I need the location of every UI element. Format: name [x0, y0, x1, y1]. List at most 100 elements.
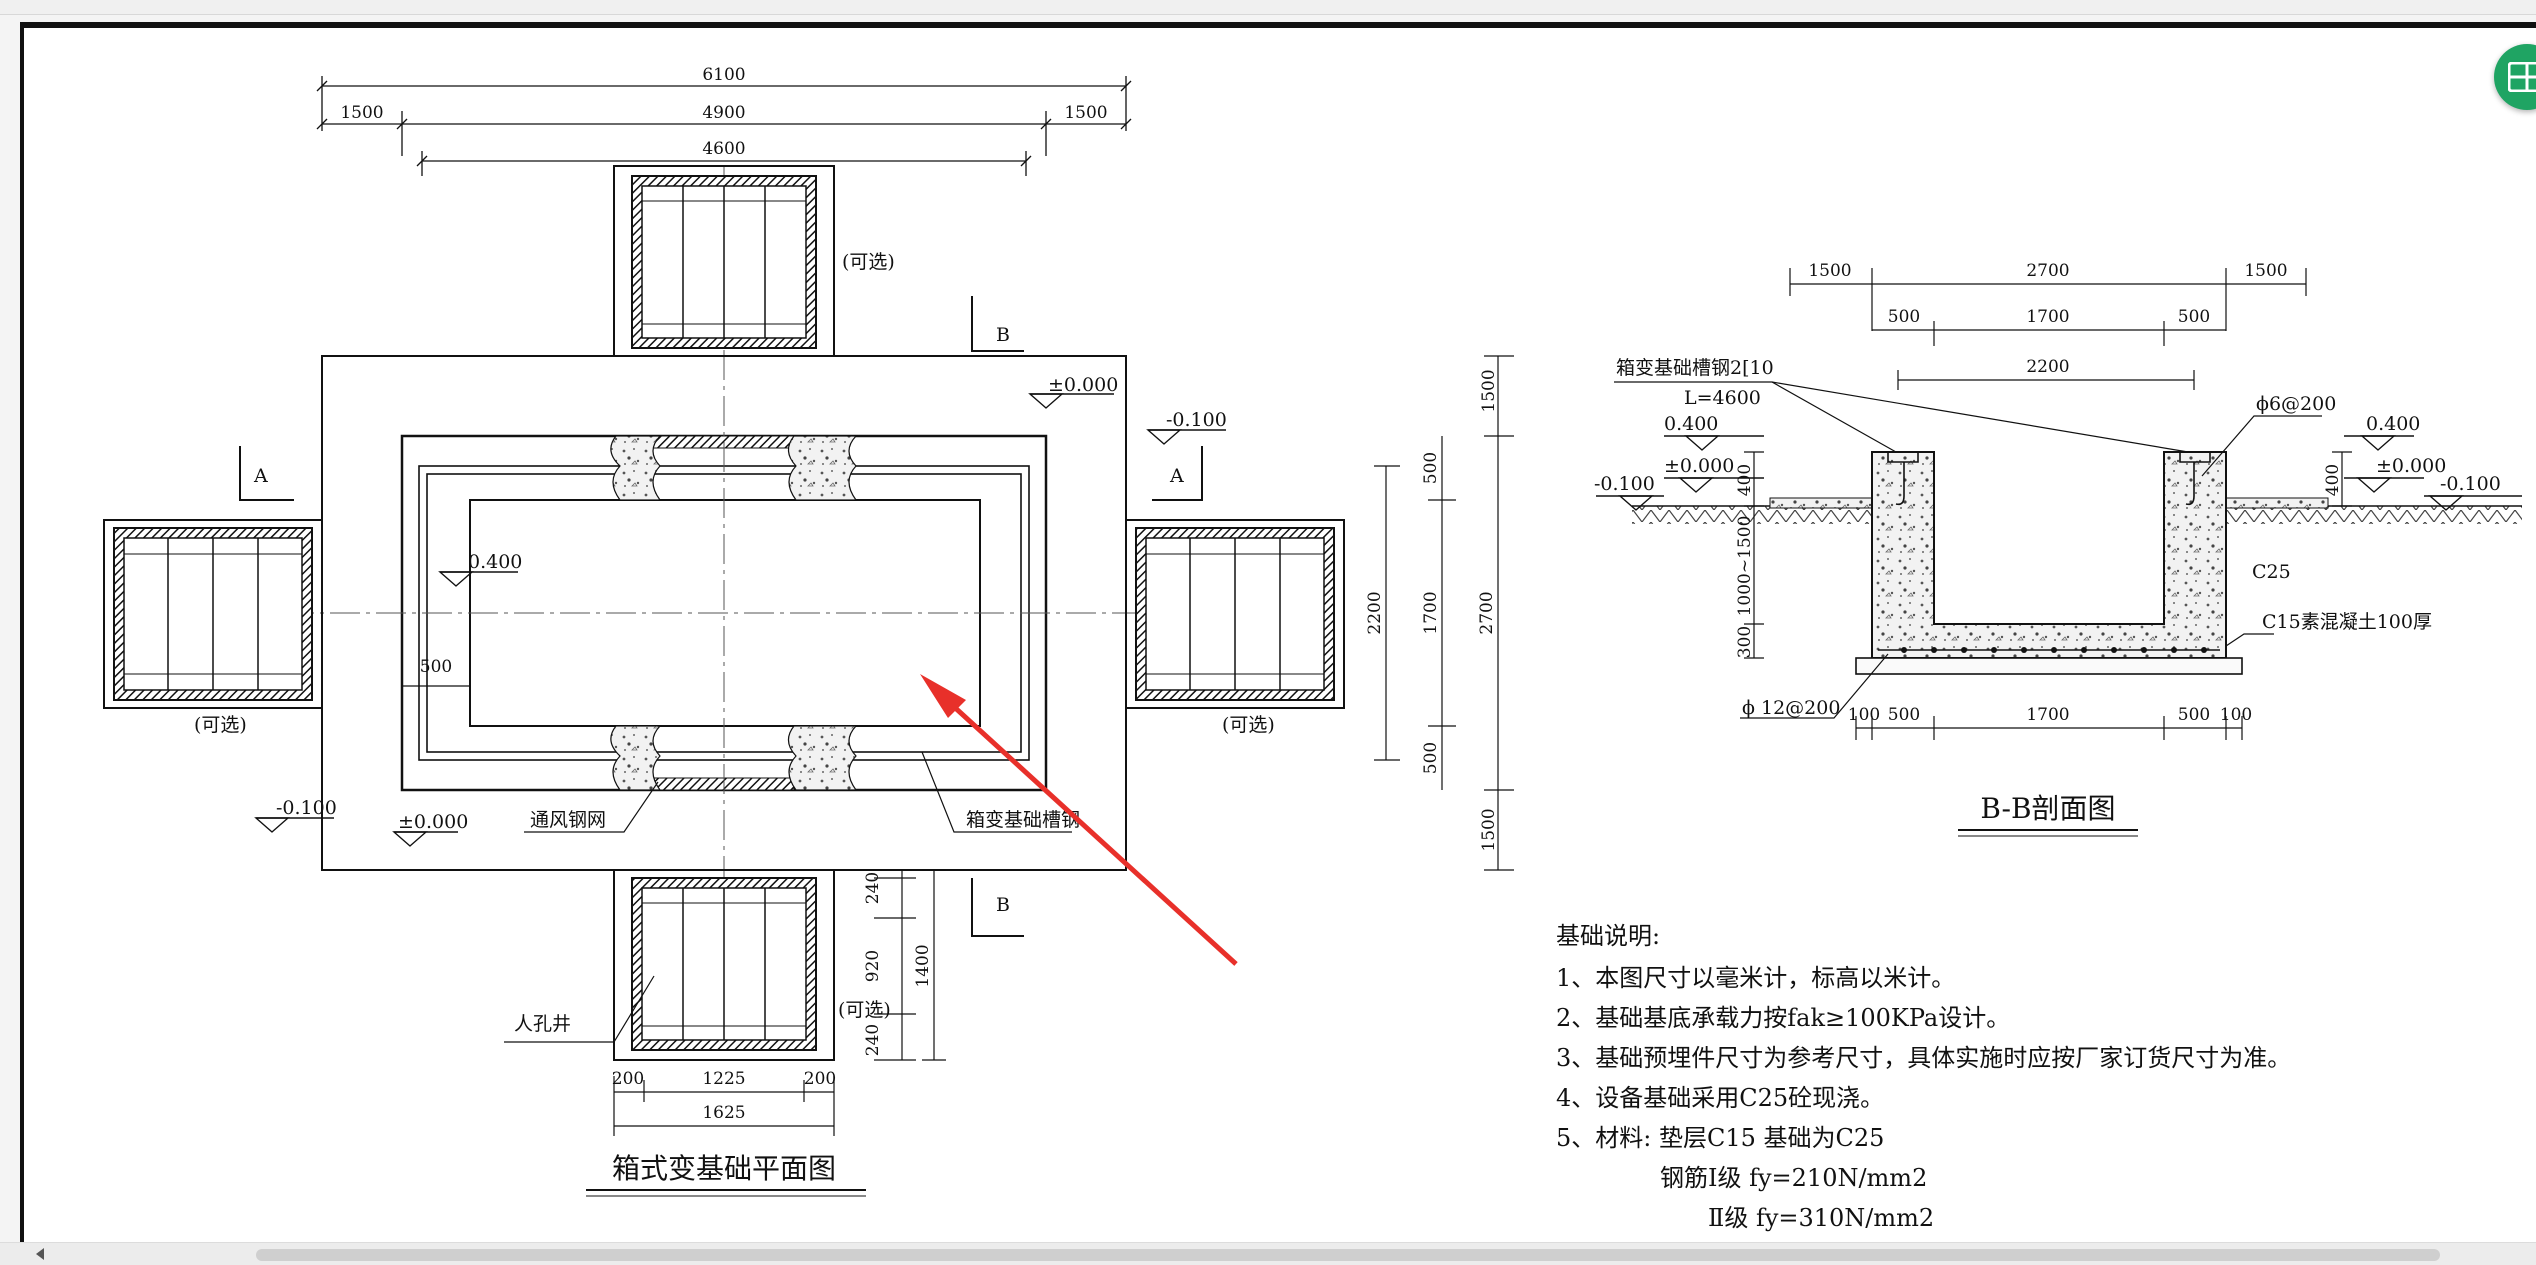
- sec-dim-1700: 1700: [2026, 307, 2069, 327]
- elev-000-top-right: ±0.000: [1048, 374, 1118, 396]
- sec-dim-bottom-500-right: 500: [2178, 705, 2210, 725]
- label-optional-left: (可选): [194, 714, 247, 736]
- sec-dim-left-400: 400: [1735, 464, 1755, 496]
- sec-dim-left-300: 300: [1735, 626, 1755, 658]
- sec-dim-2700: 2700: [2026, 261, 2069, 281]
- sec-dim-1500-right: 1500: [2244, 261, 2287, 281]
- label-optional-right: (可选): [1222, 714, 1275, 736]
- label-section-b-top: B: [996, 324, 1010, 346]
- dim-right-1500-bottom: 1500: [1479, 808, 1499, 851]
- sec-dim-1500-left: 1500: [1808, 261, 1851, 281]
- sec-dim-left-1000-1500: 1000~1500: [1735, 516, 1755, 617]
- sec-elev-minus-100-right: -0.100: [2440, 473, 2501, 495]
- embedded-channel-steel: [1887, 452, 2211, 506]
- section-leader-lines: [1614, 381, 2322, 719]
- notes-line-7: Ⅱ级 fy=310N/mm2: [1708, 1204, 1934, 1232]
- dim-bottom-1625: 1625: [702, 1103, 745, 1123]
- dim-right-2200: 2200: [1365, 591, 1385, 634]
- dim-6100: 6100: [702, 65, 745, 85]
- section-vertical-dimensions: [1744, 451, 2352, 659]
- dim-right-500-bottom: 500: [1421, 742, 1441, 774]
- dim-bottom-1400: 1400: [913, 944, 933, 987]
- sec-dim-2200: 2200: [2026, 357, 2069, 377]
- dim-1500-right: 1500: [1064, 103, 1107, 123]
- sec-dim-bottom-1700: 1700: [2026, 705, 2069, 725]
- dim-bottom-200-right: 200: [804, 1069, 836, 1089]
- label-optional-bottom: (可选): [838, 999, 891, 1021]
- notes-line-4: 4、设备基础采用C25砼现浇。: [1556, 1084, 1884, 1112]
- manhole-left: [103, 519, 323, 709]
- ground-right: [2226, 506, 2522, 524]
- label-section-a-right: A: [1169, 465, 1184, 487]
- label-channel-steel-spec: 箱变基础槽钢2[10: [1616, 357, 1774, 379]
- label-rebar-top: ϕ6@200: [2256, 393, 2336, 415]
- label-c25: C25: [2252, 561, 2291, 583]
- sec-dim-500-left: 500: [1888, 307, 1920, 327]
- sec-dim-bottom-100-right: 100: [2220, 705, 2252, 725]
- vent-openings-bottom: [610, 725, 858, 791]
- plan-right-dimensions: [1374, 355, 1514, 871]
- label-c15-bedding: C15素混凝土100厚: [2262, 611, 2432, 633]
- drawing-page: 6100 1500 4900 1500 4600: [20, 22, 2536, 1248]
- sec-dim-bottom-100-left: 100: [1848, 705, 1880, 725]
- vent-openings-top: [610, 435, 858, 501]
- notes-line-3: 3、基础预埋件尺寸为参考尺寸，具体实施时应按厂家订货尺寸为准。: [1556, 1044, 2291, 1072]
- notes-line-1: 1、本图尺寸以毫米计，标高以米计。: [1556, 964, 1955, 992]
- dim-bottom-240-top: 240: [863, 872, 883, 904]
- elevation-symbols: [254, 393, 1226, 847]
- dim-right-1500-top: 1500: [1479, 369, 1499, 412]
- horizontal-scrollbar[interactable]: [0, 1242, 2536, 1265]
- elev-minus-100-bottom-left: -0.100: [276, 797, 337, 819]
- dim-bottom-920: 920: [863, 950, 883, 982]
- section-elevation-symbols: [1596, 435, 2522, 511]
- notes-line-2: 2、基础基底承载力按fak≥100KPa设计。: [1556, 1004, 2010, 1032]
- ground-left: [1632, 506, 1872, 524]
- notes-heading: 基础说明:: [1556, 922, 1660, 950]
- concrete-section: [1871, 451, 2227, 659]
- manhole-right: [1125, 519, 1345, 709]
- elev-000-bottom-left: ±0.000: [398, 811, 468, 833]
- sec-dim-right-400: 400: [2323, 464, 2343, 496]
- sec-elev-000-left: ±0.000: [1664, 455, 1734, 477]
- red-annotation-arrow: [920, 674, 1238, 966]
- section-markers: [239, 296, 1203, 937]
- dim-bottom-1225: 1225: [702, 1069, 745, 1089]
- sec-elev-minus-100-left: -0.100: [1594, 473, 1655, 495]
- notes-line-5: 5、材料: 垫层C15 基础为C25: [1556, 1124, 1884, 1152]
- dim-4600: 4600: [702, 139, 745, 159]
- sec-elev-0400-left: 0.400: [1664, 413, 1718, 435]
- scrollbar-thumb[interactable]: [256, 1249, 2440, 1261]
- top-strip: [0, 0, 2536, 15]
- elev-0400: 0.400: [468, 551, 522, 573]
- label-optional-top: (可选): [842, 251, 895, 273]
- dim-right-1700: 1700: [1421, 591, 1441, 634]
- manhole-top: [613, 165, 835, 357]
- plan-bottom-dimensions: [613, 869, 946, 1136]
- sec-dim-500-right: 500: [2178, 307, 2210, 327]
- plan-top-dimensions: [316, 76, 1132, 176]
- manhole-bottom: [613, 869, 835, 1061]
- dim-bottom-200-left: 200: [612, 1069, 644, 1089]
- label-channel-steel-length: L=4600: [1684, 387, 1761, 409]
- section-view: 1500 2700 1500 500 1700 500 2200: [1594, 261, 2522, 837]
- dim-4900: 4900: [702, 103, 745, 123]
- dim-1500-left: 1500: [340, 103, 383, 123]
- sec-elev-0400-right: 0.400: [2366, 413, 2420, 435]
- label-manhole: 人孔井: [514, 1013, 571, 1035]
- grid-icon: [2508, 62, 2536, 92]
- dim-right-500-top: 500: [1421, 452, 1441, 484]
- label-section-b-bottom: B: [996, 894, 1010, 916]
- dim-right-2700: 2700: [1477, 591, 1497, 634]
- label-vent-mesh: 通风钢网: [530, 809, 606, 831]
- sec-elev-000-right: ±0.000: [2376, 455, 2446, 477]
- scroll-left-icon[interactable]: [36, 1248, 44, 1260]
- rebar-dots: [1901, 647, 2207, 653]
- label-rebar-bottom: ϕ 12@200: [1742, 697, 1840, 719]
- apron-right: [2225, 497, 2329, 509]
- label-section-a-left: A: [253, 465, 268, 487]
- section-bottom-dimensions: [1855, 716, 2243, 740]
- section-top-dimensions: [1789, 268, 2307, 390]
- c15-bedding: [1855, 657, 2243, 675]
- apron-left: [1769, 497, 1873, 509]
